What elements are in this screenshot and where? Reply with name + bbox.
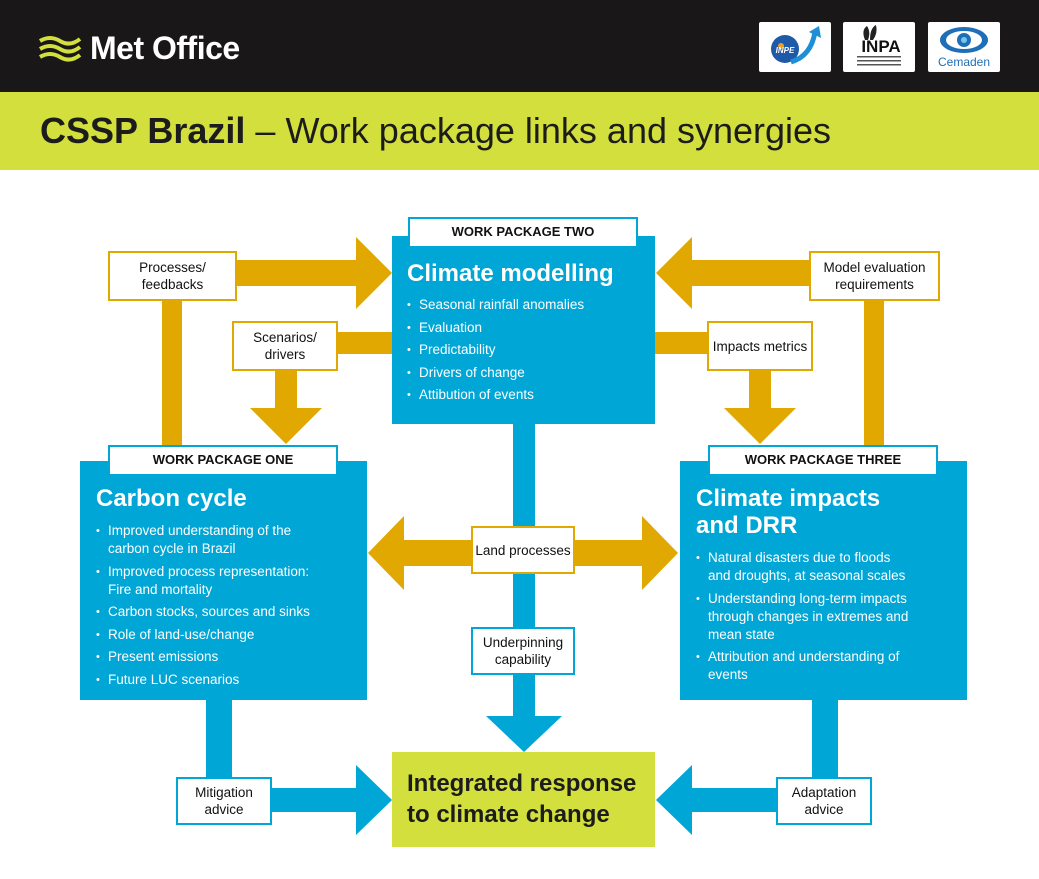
list-item: Carbon stocks, sources and sinks xyxy=(96,603,326,621)
title-rest: Work package links and synergies xyxy=(285,110,832,151)
adaptation-arrow-shaft xyxy=(688,788,780,812)
model-eval-arrow-head xyxy=(656,237,692,309)
list-item: Predictability xyxy=(407,341,655,359)
list-item: Attribution and understanding of events xyxy=(696,648,911,684)
adaptation-connector xyxy=(812,700,838,780)
model-eval-arrow-shaft xyxy=(688,260,814,286)
list-item: Seasonal rainfall anomalies xyxy=(407,296,655,314)
processes-arrow-head xyxy=(356,237,392,309)
list-item: Evaluation xyxy=(407,319,655,337)
model-eval-label: Model evaluation requirements xyxy=(809,251,940,301)
scenarios-arrow-shaft xyxy=(275,360,297,412)
header-bar: Met Office INPE INPA Cemaden xyxy=(0,0,1039,92)
list-item: Present emissions xyxy=(96,648,326,666)
scenarios-connector xyxy=(336,332,394,354)
list-item: Role of land-use/change xyxy=(96,626,326,644)
wp2-box: Climate modelling Seasonal rainfall anom… xyxy=(392,236,655,424)
integrated-response-box: Integrated response to climate change xyxy=(392,752,655,847)
list-item: Improved understanding of the carbon cyc… xyxy=(96,522,326,558)
page-title: CSSP Brazil – Work package links and syn… xyxy=(40,110,831,152)
wp2-label: WORK PACKAGE TWO xyxy=(408,217,638,248)
mitigation-arrow-shaft xyxy=(270,788,362,812)
wp3-list: Natural disasters due to floods and drou… xyxy=(696,549,911,684)
list-item: Future LUC scenarios xyxy=(96,671,326,689)
inpa-icon: INPA xyxy=(857,25,901,66)
mitigation-connector xyxy=(206,700,232,780)
inpe-logo: INPE xyxy=(759,22,831,72)
scenarios-arrow-head xyxy=(250,408,322,444)
list-item: Attibution of events xyxy=(407,386,655,404)
underpinning-arrow-head xyxy=(486,716,562,752)
land-arrow-head-left xyxy=(368,516,404,590)
processes-arrow-shaft xyxy=(232,260,362,286)
model-eval-connector xyxy=(864,296,884,446)
adaptation-label: Adaptation advice xyxy=(776,777,872,825)
wp1-box: Carbon cycle Improved understanding of t… xyxy=(80,461,367,700)
wp1-list: Improved understanding of the carbon cyc… xyxy=(96,522,326,689)
svg-text:INPE: INPE xyxy=(776,46,795,55)
list-item: Drivers of change xyxy=(407,364,655,382)
met-office-logo: Met Office xyxy=(38,28,240,68)
adaptation-arrow-head xyxy=(656,765,692,835)
list-item: Natural disasters due to floods and drou… xyxy=(696,549,911,585)
wp1-label: WORK PACKAGE ONE xyxy=(108,445,338,476)
met-office-waves-icon xyxy=(38,36,82,62)
cemaden-logo: Cemaden xyxy=(928,22,1000,72)
svg-text:Cemaden: Cemaden xyxy=(938,55,990,69)
inpa-logo: INPA xyxy=(843,22,915,72)
title-bar xyxy=(0,92,1039,170)
impacts-arrow-head xyxy=(724,408,796,444)
processes-connector xyxy=(162,296,182,464)
inpe-icon: INPE xyxy=(771,26,821,65)
title-bold: CSSP Brazil xyxy=(40,110,246,151)
cemaden-icon: Cemaden xyxy=(938,27,990,69)
list-item: Improved process representation: Fire an… xyxy=(96,563,326,599)
land-arrow-head-right xyxy=(642,516,678,590)
impacts-label: Impacts metrics xyxy=(707,321,813,371)
impacts-connector xyxy=(655,332,711,354)
underpinning-label: Underpinning capability xyxy=(471,627,575,675)
mitigation-label: Mitigation advice xyxy=(176,777,272,825)
impacts-arrow-shaft xyxy=(749,368,771,412)
wp2-list: Seasonal rainfall anomalies Evaluation P… xyxy=(407,296,655,404)
wp2-title: Climate modelling xyxy=(407,260,614,287)
wp3-title: Climate impacts and DRR xyxy=(696,485,881,539)
title-separator: – xyxy=(245,110,286,151)
brand-name: Met Office xyxy=(90,29,240,66)
wp1-title: Carbon cycle xyxy=(96,485,247,512)
scenarios-label: Scenarios/ drivers xyxy=(232,321,338,371)
mitigation-arrow-head xyxy=(356,765,392,835)
svg-text:INPA: INPA xyxy=(861,37,900,56)
wp3-box: Climate impacts and DRR Natural disaster… xyxy=(680,461,967,700)
processes-label: Processes/ feedbacks xyxy=(108,251,237,301)
land-label: Land processes xyxy=(471,526,575,574)
integrated-response-title: Integrated response to climate change xyxy=(407,770,637,828)
wp3-label: WORK PACKAGE THREE xyxy=(708,445,938,476)
list-item: Understanding long-term impacts through … xyxy=(696,590,911,644)
